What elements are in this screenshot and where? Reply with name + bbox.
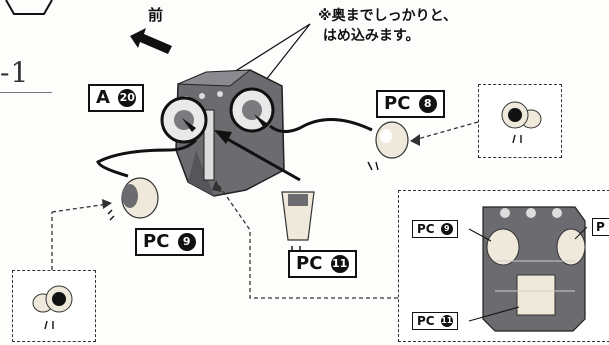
label-a20: A 20 xyxy=(88,84,145,112)
front-label: 前 xyxy=(148,6,164,24)
pc9-part xyxy=(121,177,159,219)
front-arrow-icon xyxy=(130,28,172,54)
detail-box-pc9 xyxy=(12,270,96,342)
step-number: -1 xyxy=(0,56,30,89)
inset-label-pc8-partial: P xyxy=(592,218,609,236)
step-hexagon-icon xyxy=(5,0,53,15)
label-pc11: PC 11 xyxy=(288,250,357,278)
label-pc9: PC 9 xyxy=(135,228,204,256)
pc11-part xyxy=(281,191,315,241)
inset-label-pc11: PC 11 xyxy=(412,312,458,330)
step-underline xyxy=(0,92,52,93)
label-pc8: PC 8 xyxy=(376,90,445,118)
pc8-detail-icon xyxy=(501,101,542,144)
inset-label-pc9: PC 9 xyxy=(412,220,458,238)
pc9-detail-icon xyxy=(32,285,73,330)
detail-box-pc8 xyxy=(478,84,562,158)
inset-detail-box xyxy=(398,190,609,342)
inset-assembled-view xyxy=(468,206,588,332)
assembly-note: ※奥までしっかりと、 はめ込みます。 xyxy=(318,8,458,44)
pc8-part xyxy=(375,121,409,159)
